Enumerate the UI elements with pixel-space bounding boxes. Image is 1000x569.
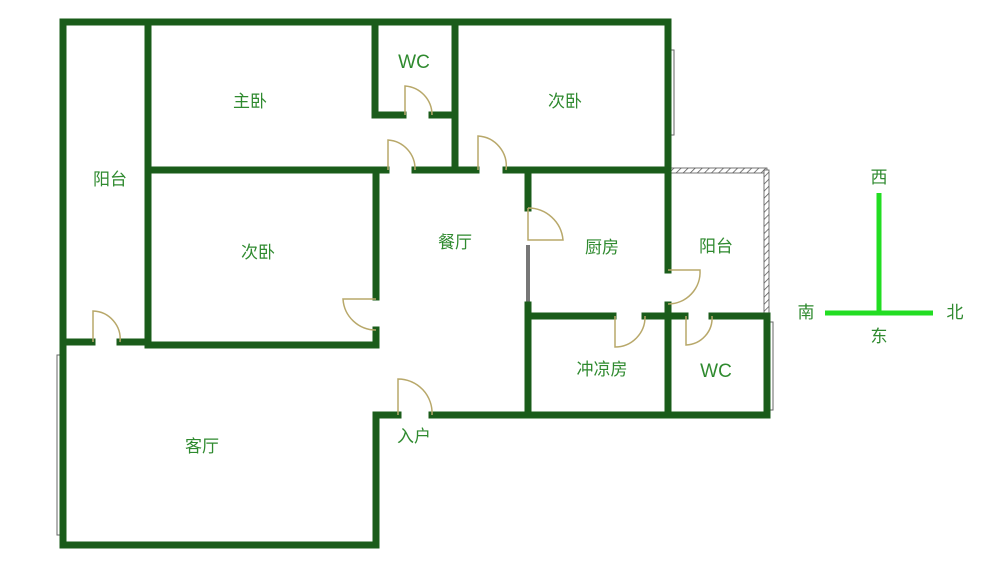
compass-east: 东 (871, 327, 888, 347)
room-label-second-bedroom: 次卧 (241, 243, 275, 263)
room-label-wc-east: WC (700, 361, 732, 382)
door-wc-east (685, 315, 713, 346)
door-second-bedroom-north (477, 135, 508, 171)
compass-south: 南 (798, 303, 815, 323)
walls (59, 18, 771, 549)
room-label-wc-master: WC (398, 52, 430, 73)
compass: 西 南 北 东 (798, 168, 964, 347)
balcony-rail-east-side (763, 169, 770, 319)
room-label-balcony-east: 阳台 (699, 237, 733, 257)
room-label-entrance: 入户 (397, 427, 431, 447)
room-label-master-bedroom: 主卧 (233, 92, 267, 112)
room-label-shower-room: 冲凉房 (577, 360, 628, 380)
balcony-rail-east-top (667, 167, 768, 174)
room-label-kitchen: 厨房 (585, 238, 619, 258)
door-second-bedroom (342, 298, 377, 331)
door-shower (614, 315, 646, 348)
room-label-balcony-west: 阳台 (93, 170, 127, 190)
door-kitchen (527, 207, 564, 241)
interior-windows (146, 58, 670, 405)
room-label-living-room: 客厅 (185, 437, 219, 457)
door-balcony-west (92, 310, 121, 343)
door-entrance (397, 378, 433, 416)
room-label-dining: 餐厅 (438, 233, 472, 253)
door-wc-master (404, 85, 433, 116)
compass-north: 北 (947, 303, 964, 323)
compass-west: 西 (871, 168, 888, 188)
door-master-bedroom (387, 139, 416, 171)
room-label-second-bedroom-north: 次卧 (548, 92, 582, 112)
doors (92, 85, 713, 416)
door-balcony-east (667, 269, 701, 305)
